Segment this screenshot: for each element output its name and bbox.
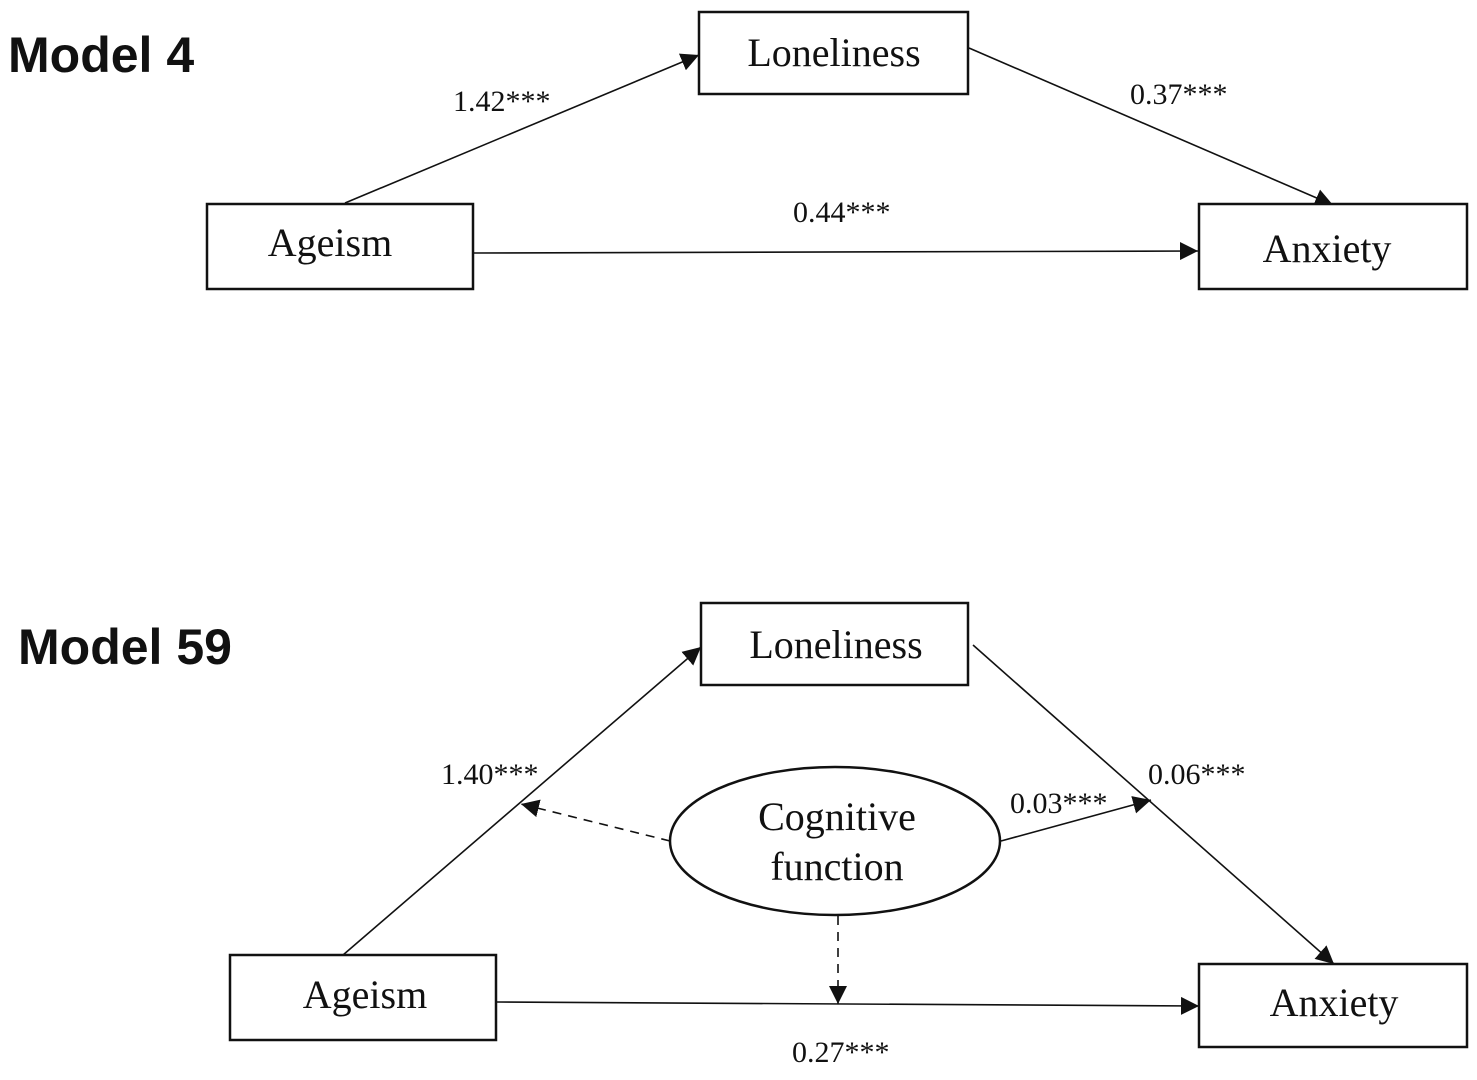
model-4-title: Model 4 <box>8 27 194 83</box>
node-ageism-label: Ageism <box>268 220 392 265</box>
node-ageism-label: Ageism <box>303 972 427 1017</box>
edge-loneliness-to-anxiety <box>972 644 1335 965</box>
node-ageism: Ageism <box>205 202 475 291</box>
coef-ageism-to-anxiety: 0.44*** <box>793 196 891 229</box>
coef-ageism-to-loneliness: 1.42*** <box>453 85 551 118</box>
model-4: Model 4 Loneliness Ageism Anxiety 1.42**… <box>8 10 1469 291</box>
edge-ageism-to-loneliness <box>342 646 702 956</box>
edge-loneliness-to-anxiety <box>968 47 1334 207</box>
edge-ageism-to-loneliness <box>344 53 700 204</box>
node-cognitive-function-label-line1: Cognitive <box>758 794 916 839</box>
edge-ageism-to-anxiety <box>496 996 1200 1015</box>
node-loneliness-label: Loneliness <box>749 622 922 667</box>
node-cognitive-function-label-line2: function <box>770 844 903 889</box>
coef-ageism-to-loneliness: 1.40*** <box>441 758 539 791</box>
edge-ageism-to-anxiety <box>473 242 1199 261</box>
node-loneliness: Loneliness <box>697 10 970 96</box>
coef-loneliness-to-anxiety: 0.37*** <box>1130 78 1228 111</box>
model-59-title: Model 59 <box>18 619 232 675</box>
edge-moderator-to-ageism-loneliness <box>520 799 671 842</box>
edge-moderator-to-loneliness-anxiety <box>1000 796 1152 842</box>
node-ageism: Ageism <box>228 953 498 1042</box>
node-anxiety: Anxiety <box>1197 202 1469 291</box>
coef-ageism-to-anxiety: 0.27*** <box>792 1036 890 1069</box>
coef-moderator-to-loneliness-anxiety: 0.03*** <box>1010 787 1108 820</box>
node-anxiety-label: Anxiety <box>1270 980 1399 1025</box>
node-anxiety: Anxiety <box>1197 962 1469 1049</box>
model-59: Model 59 Loneliness Ageism Anxiety Cogni… <box>18 601 1469 1069</box>
coef-loneliness-to-anxiety: 0.06*** <box>1148 758 1246 791</box>
node-anxiety-label: Anxiety <box>1263 226 1392 271</box>
node-loneliness-label: Loneliness <box>747 30 920 75</box>
node-loneliness: Loneliness <box>699 601 970 687</box>
node-cognitive-function: Cognitive function <box>668 765 1002 917</box>
